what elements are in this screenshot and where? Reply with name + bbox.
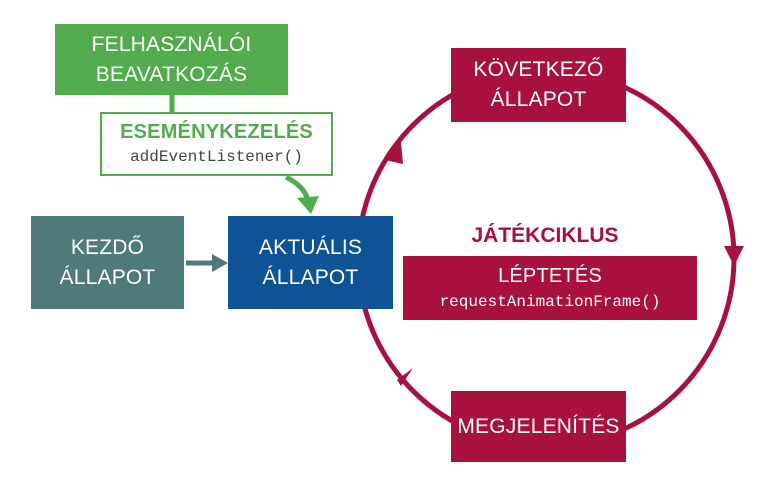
user-interaction-line1: FELHASZNÁLÓI [91, 32, 252, 56]
step-title: LÉPTETÉS [498, 265, 602, 287]
start-state-line1: KEZDŐ [70, 235, 145, 259]
render-label: MEGJELENÍTÉS [457, 414, 620, 438]
step-box: LÉPTETÉS requestAnimationFrame() [403, 256, 697, 320]
next-state-line1: KÖVETKEZŐ [473, 58, 604, 81]
event-handling-title: ESEMÉNYKEZELÉS [120, 121, 313, 143]
current-state-line1: AKTUÁLIS [258, 235, 363, 259]
current-state-line2: ÁLLAPOT [262, 265, 359, 289]
event-to-current-connector [284, 174, 311, 201]
user-interaction-box: FELHASZNÁLÓI BEAVATKOZÁS [55, 24, 288, 95]
loop-arrow-bottom-left-icon [397, 368, 413, 386]
render-box: MEGJELENÍTÉS [451, 391, 626, 462]
teal-arrow-head-icon [212, 254, 228, 272]
next-state-box: KÖVETKEZŐ ÁLLAPOT [451, 48, 626, 122]
start-state-line2: ÁLLAPOT [59, 265, 156, 289]
event-handling-box: ESEMÉNYKEZELÉS addEventListener() [100, 112, 333, 176]
step-code: requestAnimationFrame() [439, 293, 661, 311]
event-handling-code: addEventListener() [130, 148, 303, 166]
next-state-line2: ÁLLAPOT [490, 88, 587, 111]
user-interaction-line2: BEAVATKOZÁS [95, 62, 248, 86]
loop-arrow-top-left-icon [385, 142, 403, 164]
green-arrow-head-icon [297, 196, 319, 214]
game-loop-title: JÁTÉKCIKLUS [471, 224, 619, 247]
current-state-box: AKTUÁLIS ÁLLAPOT [228, 216, 393, 309]
start-state-box: KEZDŐ ÁLLAPOT [31, 216, 184, 309]
loop-arrow-right-icon [724, 246, 744, 266]
